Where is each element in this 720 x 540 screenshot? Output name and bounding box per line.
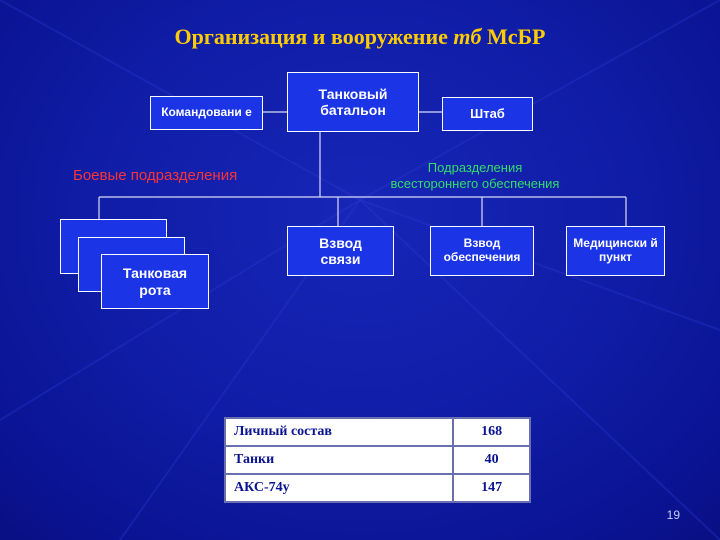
medical-point-box: Медицински й пункт (566, 226, 665, 276)
table-cell-name: Танки (223, 445, 455, 475)
combat-units-label: Боевые подразделения (73, 167, 238, 184)
staff-box: Штаб (442, 97, 533, 131)
table-cell-name: Личный состав (223, 417, 455, 447)
support-units-label: Подразделения всестороннего обеспечения (360, 160, 590, 191)
signal-platoon-box: Взвод связи (287, 226, 394, 276)
command-box: Командовани е (150, 96, 263, 130)
title-main: Организация и вооружение (174, 24, 454, 49)
table-cell-value: 40 (452, 445, 531, 475)
support-platoon-label: Взвод обеспечения (443, 236, 521, 264)
staff-label: Штаб (470, 105, 505, 121)
page-number: 19 (666, 508, 680, 522)
tank-company-box: Танковая рота (101, 254, 209, 309)
title-tail: МсБР (481, 24, 546, 49)
strength-table: Личный состав 168 Танки 40 АКС-74у 147 (223, 417, 531, 503)
table-cell-name: АКС-74у (223, 473, 455, 503)
table-cell-value: 147 (452, 473, 531, 503)
battalion-box: Танковый батальон (287, 72, 419, 132)
signal-platoon-label: Взвод связи (319, 234, 362, 267)
medical-point-label: Медицински й пункт (573, 236, 658, 264)
title-italic: тб (453, 24, 482, 49)
command-label: Командовани е (161, 105, 252, 120)
battalion-label: Танковый батальон (318, 85, 388, 118)
support-units-line1: Подразделения (427, 160, 523, 175)
table-cell-value: 168 (452, 417, 531, 447)
table-row: АКС-74у 147 (223, 473, 531, 503)
slide-title: Организация и вооружение тб МсБР (0, 24, 720, 50)
table-row: Танки 40 (223, 445, 531, 475)
support-units-line2: всестороннего обеспечения (390, 175, 560, 191)
table-row: Личный состав 168 (223, 417, 531, 447)
tank-company-label: Танковая рота (122, 265, 188, 298)
support-platoon-box: Взвод обеспечения (430, 226, 534, 276)
